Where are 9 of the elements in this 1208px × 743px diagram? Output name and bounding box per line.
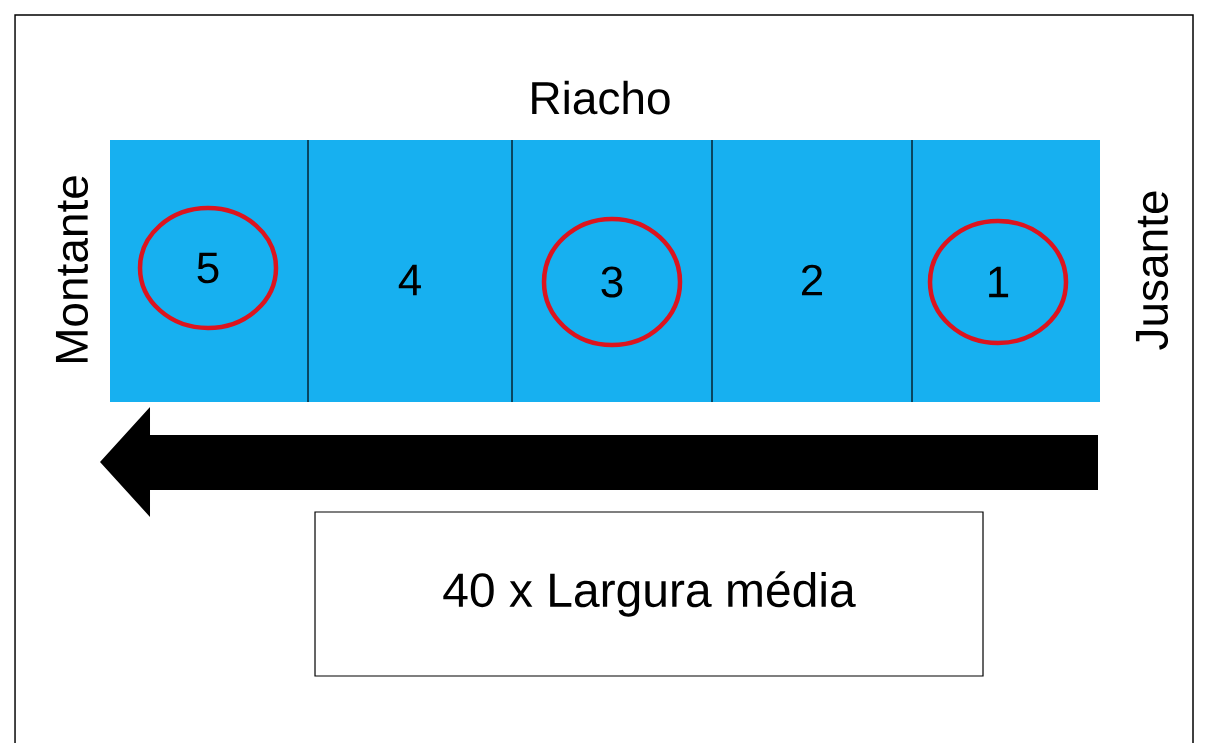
- title: Riacho: [532, 80, 670, 115]
- segment-number: 4: [398, 264, 421, 296]
- side-label: Montante: [55, 176, 89, 363]
- segment-number: 2: [802, 264, 823, 296]
- circled-number: 3: [541, 216, 683, 348]
- side-label: Jusante: [1135, 191, 1169, 350]
- circled-number: 1: [927, 218, 1069, 346]
- circled-number: 5: [137, 205, 279, 331]
- text-box: 40 x Largura média: [314, 511, 984, 677]
